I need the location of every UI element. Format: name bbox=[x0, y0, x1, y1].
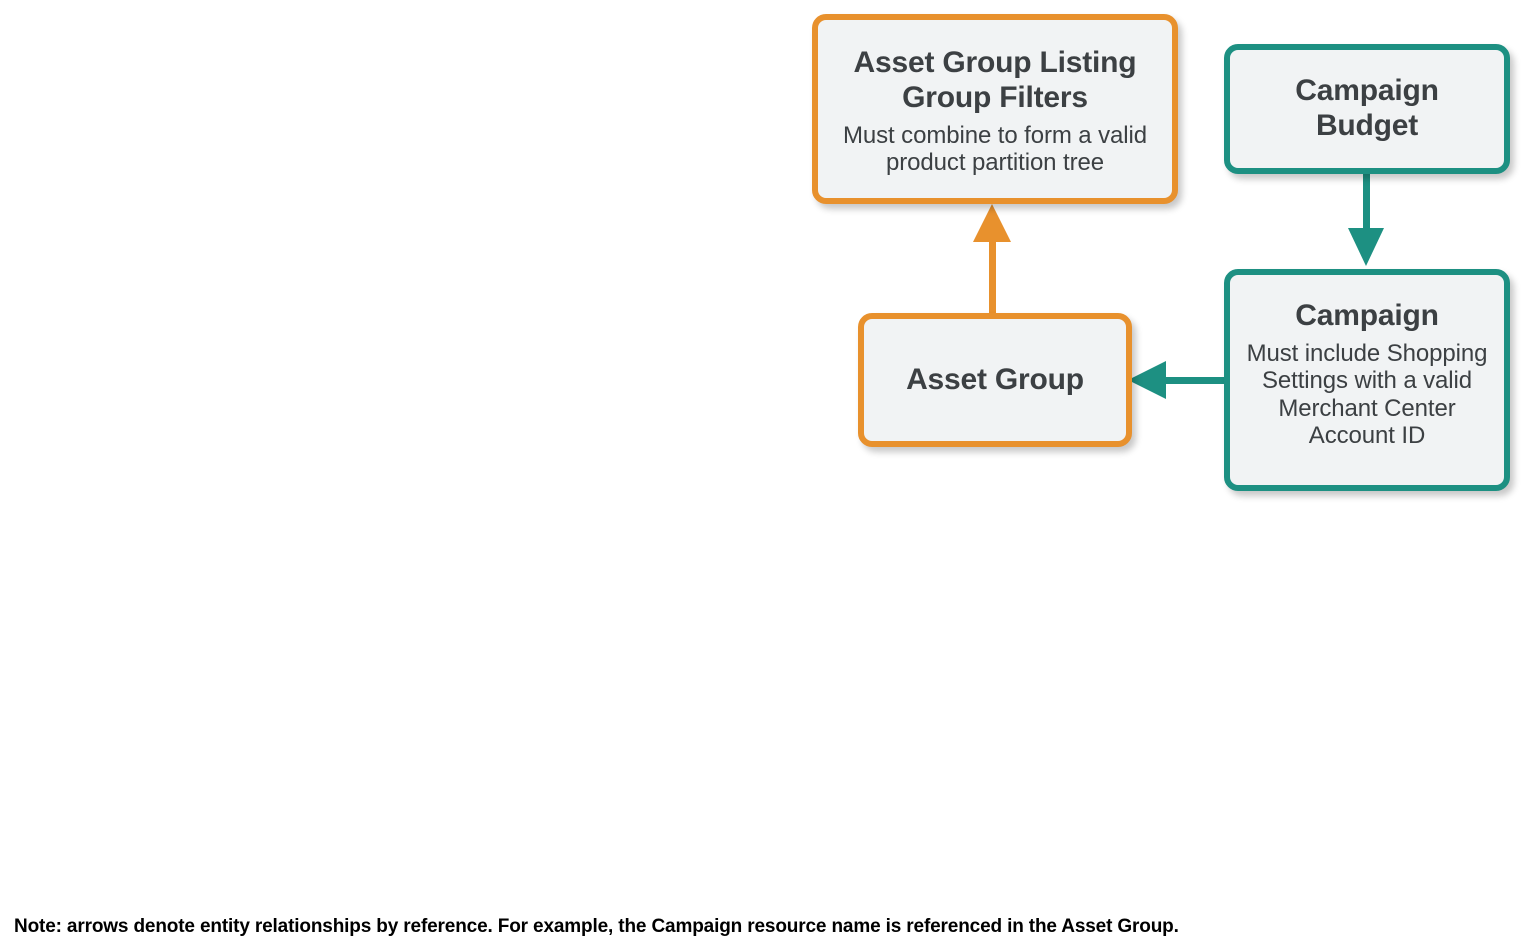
node-title: Campaign Budget bbox=[1295, 74, 1439, 142]
node-campaign-budget[interactable]: Campaign Budget bbox=[1224, 44, 1510, 174]
node-asset-group-listing-group-filters[interactable]: Asset Group Listing Group Filters Must c… bbox=[812, 14, 1178, 204]
arrowhead-left-icon bbox=[1128, 361, 1166, 399]
arrowhead-up-icon bbox=[973, 204, 1011, 242]
node-title: Campaign bbox=[1295, 299, 1439, 332]
node-title: Asset Group Listing Group Filters bbox=[853, 46, 1137, 114]
node-subtitle: Must combine to form a valid product par… bbox=[843, 121, 1147, 176]
arrow-shaft bbox=[989, 238, 996, 316]
node-campaign[interactable]: Campaign Must include Shopping Settings … bbox=[1224, 269, 1510, 491]
arrow-shaft bbox=[1363, 172, 1370, 234]
arrow-shaft bbox=[1163, 377, 1227, 384]
node-subtitle: Must include Shopping Settings with a va… bbox=[1246, 339, 1488, 449]
node-asset-group[interactable]: Asset Group bbox=[858, 313, 1132, 447]
arrowhead-down-icon bbox=[1348, 228, 1384, 266]
node-title: Asset Group bbox=[906, 362, 1084, 396]
diagram-footnote: Note: arrows denote entity relationships… bbox=[14, 916, 1179, 937]
